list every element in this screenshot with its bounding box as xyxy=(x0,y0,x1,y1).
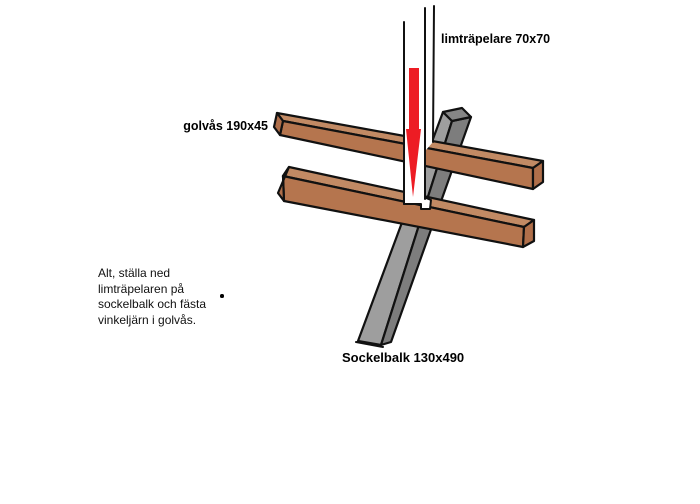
note-line: limträpelaren på xyxy=(98,281,185,296)
post-bottom-edge xyxy=(403,197,432,210)
joist-rear-left-end-cap xyxy=(272,111,285,137)
post-side-right-edge xyxy=(432,5,435,143)
stray-dot xyxy=(220,294,224,298)
alternative-note: Alt, ställa ned limträpelaren på sockelb… xyxy=(98,266,228,328)
sill-beam-top-end-cap xyxy=(441,106,473,123)
joist-rear-right-end-cap xyxy=(531,159,545,191)
note-line: sockelbalk och fästa xyxy=(98,297,207,311)
floor-joist-front xyxy=(276,165,536,249)
post-label: limträpelare 70x70 xyxy=(441,32,551,46)
note-line: Alt, ställa ned xyxy=(98,266,171,280)
sill-beam-label: Sockelbalk 130x490 xyxy=(342,350,465,365)
sill-beam xyxy=(355,106,473,348)
joist-front-right-end-cap xyxy=(521,218,536,249)
joist-front-left-end-cap xyxy=(276,165,291,203)
sill-beam-bottom-edge xyxy=(355,341,384,348)
down-arrow-icon xyxy=(406,68,421,197)
floor-joist-label: golvås 190x45 xyxy=(183,119,268,133)
note-line: vinkeljärn i golvås. xyxy=(98,312,197,327)
